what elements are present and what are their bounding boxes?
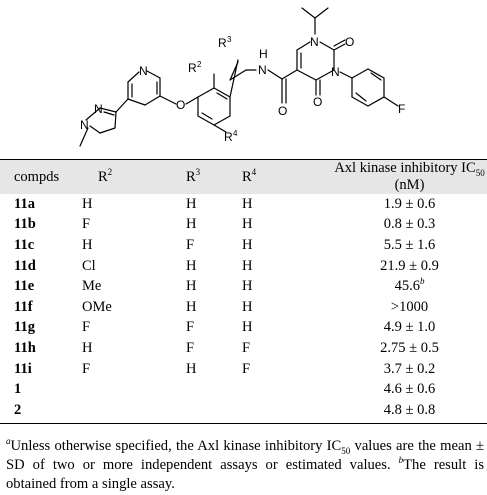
atom-pyrimidine-n3: N: [331, 65, 340, 79]
cell-ic50: 45.6b: [394, 276, 425, 295]
cell-ic50: 4.8 ± 0.8: [383, 401, 436, 418]
cell-r2: F: [82, 319, 91, 336]
table-row: 2 4.8 ± 0.8: [0, 400, 487, 423]
table-row: 11h H F F 2.75 ± 0.5: [0, 338, 487, 359]
header-ic50: Axl kinase inhibitory IC50 (nM): [334, 160, 485, 193]
header-r3: R3: [186, 166, 201, 185]
cell-r2: F: [82, 216, 91, 233]
cell-r3: H: [186, 278, 197, 295]
cell-r4: H: [242, 216, 253, 233]
atom-r3-index: 3: [227, 35, 232, 44]
cell-r4: H: [242, 257, 253, 274]
table-row: 11g F F H 4.9 ± 1.0: [0, 318, 487, 339]
cell-r2: H: [82, 339, 93, 356]
cell-r2: H: [82, 195, 93, 212]
cell-r3: H: [186, 216, 197, 233]
table-row: 11i F H F 3.7 ± 0.2: [0, 359, 487, 380]
footnote-b-mark: b: [398, 455, 404, 466]
atom-r2: R: [188, 61, 197, 75]
cell-r3: [186, 379, 242, 400]
cell-r3: H: [186, 257, 197, 274]
atom-pyrimidine-o2: O: [345, 35, 354, 49]
cell-r2: Cl: [82, 257, 96, 274]
atom-fluorine: F: [398, 102, 405, 116]
cell-r3: H: [186, 360, 197, 377]
cell-r4: [242, 379, 332, 400]
atom-amide-o: O: [278, 104, 287, 118]
atom-amide-n: N: [258, 63, 267, 77]
cell-ic50: 2.75 ± 0.5: [380, 339, 439, 356]
cell-ic50: >1000: [390, 298, 429, 315]
cell-r4: F: [242, 360, 251, 377]
cell-r2: F: [82, 360, 91, 377]
cell-r2: [82, 400, 186, 423]
table-row: 11a H H H 1.9 ± 0.6: [0, 194, 487, 215]
cell-r4: H: [242, 278, 253, 295]
results-table: compds R2 R3 R4 Axl kinase inhibitory IC…: [0, 159, 487, 424]
table-row: 1 4.6 ± 0.6: [0, 379, 487, 400]
cell-r4: H: [242, 195, 253, 212]
table-footnote: aUnless otherwise specified, the Axl kin…: [6, 436, 484, 492]
cell-compd: 1: [14, 381, 22, 398]
cell-r4: [242, 400, 332, 423]
cell-compd: 11e: [14, 278, 35, 295]
cell-ic50-note: b: [419, 276, 425, 287]
cell-r3: H: [186, 298, 197, 315]
cell-ic50: 0.8 ± 0.3: [383, 216, 436, 233]
atom-pyrazole-n1: N: [80, 118, 89, 132]
atom-amide-h: H: [259, 47, 268, 61]
cell-r4: H: [242, 319, 253, 336]
atom-r3: R: [218, 36, 227, 50]
header-r4: R4: [242, 166, 257, 185]
cell-r3: [186, 400, 242, 423]
results-table-wrap: compds R2 R3 R4 Axl kinase inhibitory IC…: [0, 159, 487, 424]
atom-pyrimidine-n1: N: [310, 35, 319, 49]
cell-ic50: 5.5 ± 1.6: [383, 236, 436, 253]
cell-r4: H: [242, 236, 253, 253]
table-header-row: compds R2 R3 R4 Axl kinase inhibitory IC…: [0, 159, 487, 194]
table-row: 11b F H H 0.8 ± 0.3: [0, 215, 487, 236]
table-row: 11d Cl H H 21.9 ± 0.9: [0, 256, 487, 277]
cell-compd: 11h: [14, 339, 36, 356]
cell-r4: H: [242, 298, 253, 315]
cell-r3: F: [186, 236, 195, 253]
cell-ic50: 21.9 ± 0.9: [380, 257, 439, 274]
atom-r4: R: [224, 130, 233, 144]
cell-compd: 11g: [14, 319, 35, 336]
atom-pyrimidine-o4: O: [313, 95, 322, 109]
header-compds: compds: [14, 168, 60, 185]
table-row: 11c H F H 5.5 ± 1.6: [0, 235, 487, 256]
cell-compd: 11i: [14, 360, 32, 377]
atom-pyrazole-n2: N: [94, 102, 103, 116]
atom-ether-o: O: [176, 98, 185, 112]
atom-r4-index: 4: [233, 129, 238, 138]
cell-compd: 11a: [14, 195, 35, 212]
cell-r2: H: [82, 236, 93, 253]
cell-r3: F: [186, 339, 195, 356]
cell-ic50: 4.9 ± 1.0: [383, 319, 436, 336]
cell-compd: 11c: [14, 236, 35, 253]
cell-r3: H: [186, 195, 197, 212]
header-r2: R2: [98, 166, 113, 185]
chemical-structure: N N N O R 2 R 3 R 4 H N O N O N O F: [79, 7, 405, 147]
cell-compd: 2: [14, 401, 22, 418]
cell-ic50: 3.7 ± 0.2: [383, 360, 436, 377]
cell-r2: [82, 379, 186, 400]
cell-compd: 11f: [14, 298, 33, 315]
footnote-a-mark: a: [6, 436, 11, 447]
cell-compd: 11b: [14, 216, 36, 233]
cell-r4: F: [242, 339, 251, 356]
cell-compd: 11d: [14, 257, 36, 274]
table-row: 11e Me H H 45.6b: [0, 276, 487, 297]
cell-ic50: 1.9 ± 0.6: [383, 195, 436, 212]
cell-r2: Me: [82, 278, 102, 295]
cell-ic50: 4.6 ± 0.6: [383, 381, 436, 398]
table-row: 11f OMe H H >1000: [0, 297, 487, 318]
atom-pyridine-n: N: [139, 64, 148, 78]
cell-r3: F: [186, 319, 195, 336]
cell-r2: OMe: [82, 298, 112, 315]
atom-r2-index: 2: [197, 60, 202, 69]
